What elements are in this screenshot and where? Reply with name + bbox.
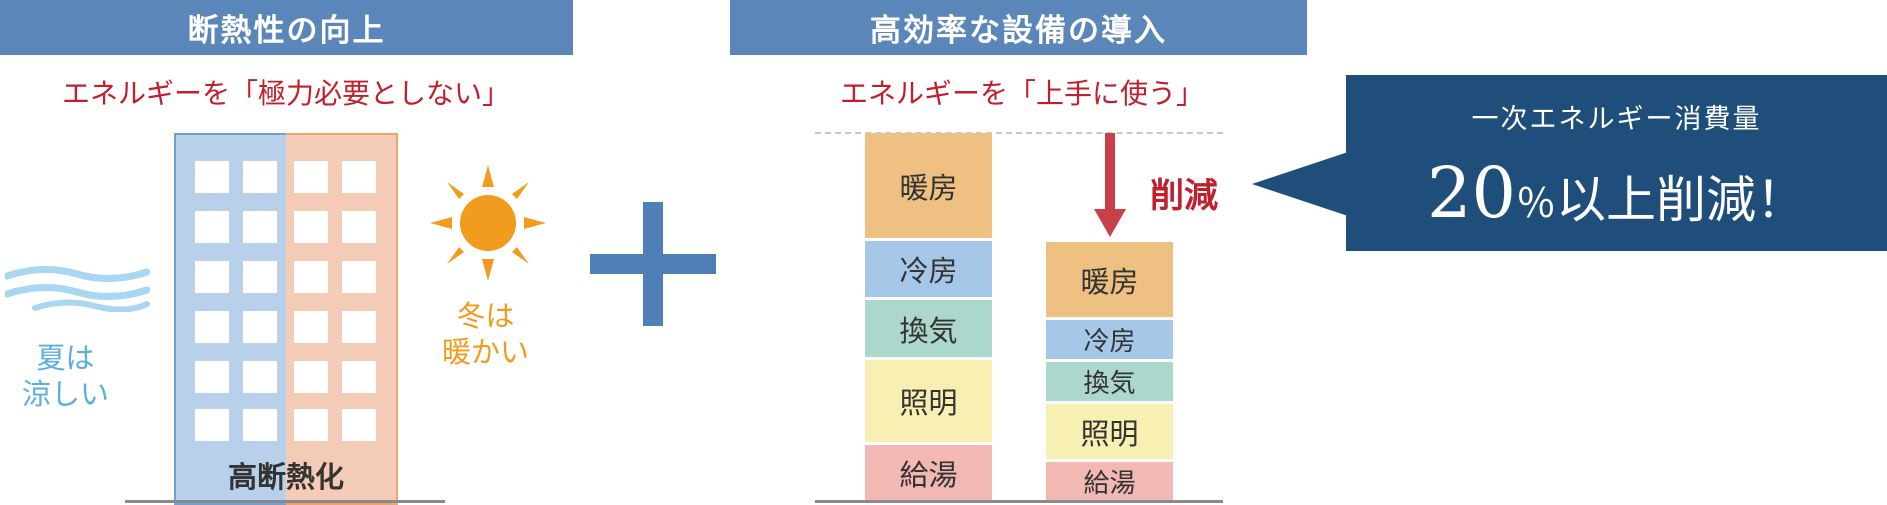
summer-text-line2: 涼しい xyxy=(22,377,110,411)
energy-reduction-callout: 一次エネルギー消費量 20％以上削減！ xyxy=(1346,75,1887,251)
callout-line1: 一次エネルギー消費量 xyxy=(1471,104,1762,135)
before-bar-cooling: 冷房 xyxy=(865,241,992,300)
before-bar-ventilation: 換気 xyxy=(865,300,992,360)
equipment-header: 高効率な設備の導入 xyxy=(730,0,1307,55)
summer-text: 夏は 涼しい xyxy=(22,340,109,412)
before-bar-lighting: 照明 xyxy=(865,360,992,445)
winter-text: 冬は 暖かい xyxy=(442,298,529,370)
after-bar-lighting: 照明 xyxy=(1046,404,1173,462)
callout-unit: ％ xyxy=(1516,181,1557,227)
callout-pointer xyxy=(1252,152,1348,216)
callout-number: 20 xyxy=(1426,152,1517,234)
after-bar-ventilation: 換気 xyxy=(1046,362,1173,404)
building-label: 高断熱化 xyxy=(227,460,344,494)
after-bar-heating: 暖房 xyxy=(1046,242,1173,320)
after-bar-hot-water: 給湯 xyxy=(1046,462,1173,501)
after-bar-cooling: 冷房 xyxy=(1046,320,1173,362)
reduction-label: 削減 xyxy=(1150,176,1218,216)
callout-main: 20％以上削減！ xyxy=(1346,153,1887,233)
insulation-header-text: 断熱性の向上 xyxy=(187,13,386,49)
before-bar-heating: 暖房 xyxy=(865,133,992,241)
equipment-header-text: 高効率な設備の導入 xyxy=(870,13,1167,49)
callout-rest: 以上削減！ xyxy=(1556,171,1807,229)
insulation-header: 断熱性の向上 xyxy=(0,0,573,55)
reduction-arrow-icon xyxy=(1094,133,1126,237)
summer-text-line1: 夏は xyxy=(36,341,95,375)
sun-icon xyxy=(430,165,546,281)
before-bar-hot-water: 給湯 xyxy=(865,445,992,501)
ground-line-left xyxy=(125,500,445,503)
insulation-subtitle: エネルギーを「極力必要としない」 xyxy=(62,77,511,110)
plus-icon xyxy=(590,202,716,326)
winter-text-line1: 冬は xyxy=(456,299,515,333)
baseline-dashed-line xyxy=(815,132,1223,134)
ground-line-right xyxy=(815,500,1223,503)
winter-text-line2: 暖かい xyxy=(442,335,530,369)
equipment-subtitle: エネルギーを「上手に使う」 xyxy=(840,77,1205,110)
wind-icon xyxy=(5,265,150,312)
